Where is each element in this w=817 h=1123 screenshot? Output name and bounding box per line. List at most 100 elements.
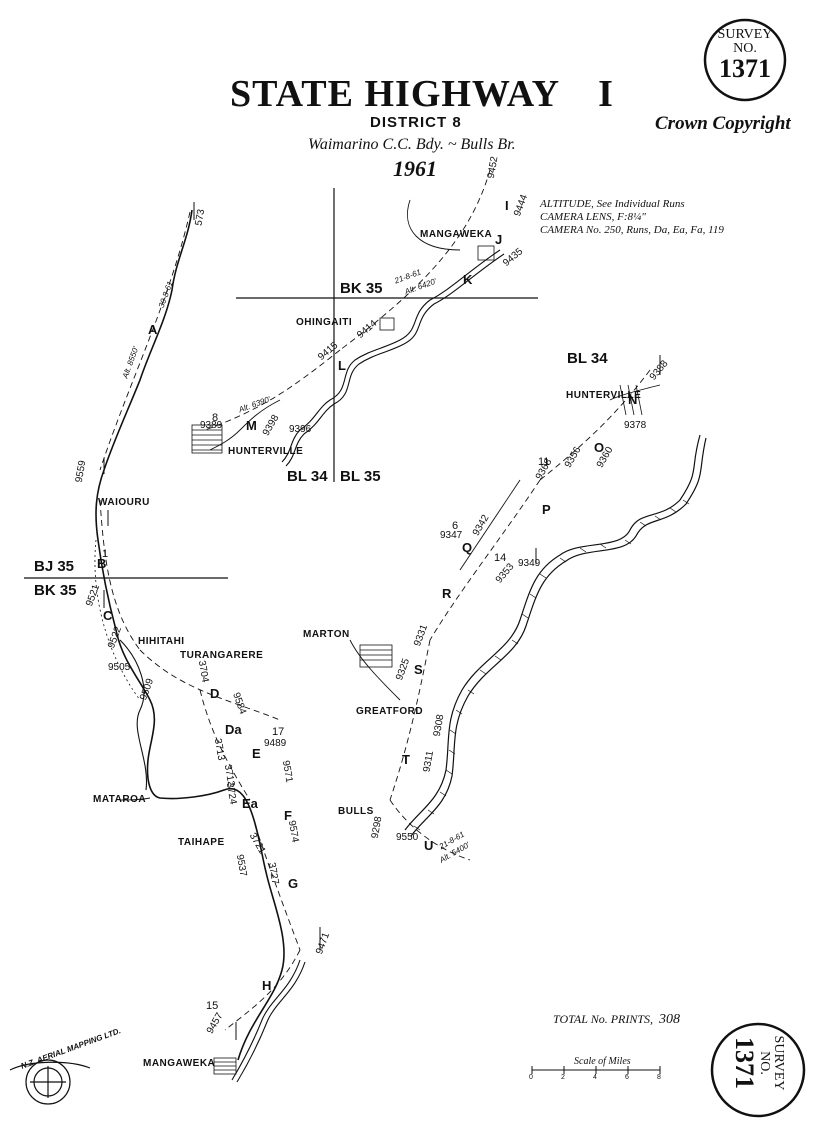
run-letter-h: H (262, 978, 272, 993)
photo-number: 14 (494, 552, 507, 564)
crown-copyright: Crown Copyright (655, 113, 791, 134)
map-title-text: STATE HIGHWAY (230, 73, 561, 115)
photo-number: 11 (538, 456, 550, 468)
sheet-label-bl34-right: BL 34 (567, 350, 608, 367)
run-letter-l: L (338, 358, 346, 373)
town-waiouru: WAIOURU (98, 497, 150, 508)
town-hunterville-left: HUNTERVILLE (228, 446, 304, 457)
run-letter-a: A (148, 322, 158, 337)
aerial-mapping-logo (9, 1059, 91, 1105)
photo-number: 9389 (200, 420, 223, 431)
scale-bar (531, 1066, 661, 1074)
survey-stamp-top: SURVEY NO. 1371 (705, 28, 785, 82)
town-mangaweka-top: MANGAWEKA (420, 229, 493, 240)
photo-number: 9550 (396, 832, 419, 843)
photo-number: 9489 (264, 738, 287, 749)
photo-number: 1 (102, 548, 109, 560)
survey-stamp-circle-top (703, 18, 787, 102)
run-letter-b: B (97, 556, 107, 571)
photo-number: 8 (212, 412, 219, 424)
town-hunterville-right: HUNTERVILLE (566, 390, 642, 401)
run-letter-g: G (288, 876, 299, 891)
district-label: DISTRICT 8 (370, 114, 462, 131)
sheet-label-bk35-top: BK 35 (340, 280, 383, 297)
run-letter-t: T (402, 752, 410, 767)
scale-label: Scale of Miles (574, 1056, 631, 1067)
survey-year: 1961 (393, 156, 437, 181)
sheet-label-bl35: BL 35 (340, 468, 381, 485)
scale-tick-0: 0 (529, 1074, 533, 1081)
survey-stamp-word: SURVEY (717, 27, 773, 42)
flight-lines (99, 169, 651, 1031)
total-prints-value: 308 (659, 1012, 681, 1027)
run-letter-i: I (505, 198, 509, 213)
run-letter-k: K (463, 272, 473, 287)
run-letter-o: O (594, 440, 605, 455)
run-letter-d: D (210, 686, 220, 701)
run-letter-da: Da (225, 722, 242, 737)
photo-number: 9347 (440, 530, 463, 541)
camera-note: ALTITUDE, See Individual Runs CAMERA LEN… (540, 198, 724, 237)
run-letter-e: E (252, 746, 261, 761)
town-mataroa: MATAROA (93, 794, 147, 805)
town-mangaweka-bottom: MANGAWEKA (143, 1058, 216, 1069)
photo-number: 15 (206, 1000, 219, 1012)
total-prints-label: TOTAL No. PRINTS, (553, 1012, 654, 1026)
run-letter-c: C (103, 608, 113, 623)
scale-tick-8: 8 (657, 1074, 661, 1081)
town-turangarere: TURANGARERE (180, 650, 264, 661)
photo-number: 9378 (624, 420, 647, 431)
run-letter-s: S (414, 662, 423, 677)
survey-stamp-number: 1371 (719, 54, 771, 83)
camera-note-line2: CAMERA LENS, F:8¼" (540, 211, 646, 223)
run-letter-p: P (542, 502, 551, 517)
photo-number: 6 (452, 520, 459, 532)
town-bulls: BULLS (338, 806, 374, 817)
run-letter-ea: Ea (242, 796, 258, 811)
camera-note-line3: CAMERA No. 250, Runs, Da, Ea, Fa, 119 (540, 224, 724, 236)
photo-number: 9505 (108, 662, 131, 673)
town-blocks (191, 245, 643, 1075)
sheet-label-bk35-left: BK 35 (34, 582, 77, 599)
photo-number: 9349 (518, 558, 541, 569)
survey-stamp-bottom-number: 1371 (730, 1037, 759, 1089)
run-letter-j: J (495, 232, 503, 247)
survey-stamp-bottom: SURVEY NO. 1371 (730, 1023, 786, 1103)
highway-route-left (94, 209, 285, 1061)
run-letter-m: M (246, 418, 257, 433)
town-taihape: TAIHAPE (178, 837, 225, 848)
river-top (281, 249, 505, 467)
survey-stamp-bottom-abbrev: NO. (757, 1051, 772, 1075)
run-letter-f: F (284, 808, 292, 823)
scale-tick-6: 6 (625, 1074, 629, 1081)
photo-number: 17 (272, 726, 285, 738)
town-ohingaiti: OHINGAITI (296, 317, 353, 328)
river-hatching (413, 499, 690, 831)
run-letter-r: R (442, 586, 452, 601)
river-rangitikei (404, 434, 707, 837)
survey-stamp-abbrev: NO. (733, 41, 757, 56)
sheet-label-bl34-left: BL 34 (287, 468, 328, 485)
sheet-label-bj35: BJ 35 (34, 558, 75, 575)
town-marton: MARTON (303, 629, 350, 640)
survey-stamp-circle-bottom (710, 1022, 806, 1118)
route-subtitle: Waimarino C.C. Bdy. ~ Bulls Br. (308, 136, 516, 153)
total-prints: TOTAL No. PRINTS, 308 (553, 1012, 680, 1028)
photo-number: 9396 (289, 424, 312, 435)
roads (119, 199, 661, 801)
scale-tick-2: 2 (561, 1074, 565, 1081)
photo-ticks (103, 202, 661, 1040)
sheet-grid (24, 188, 538, 579)
run-letter-u: U (424, 838, 434, 853)
camera-note-line1: ALTITUDE, See Individual Runs (540, 198, 685, 210)
survey-stamp-bottom-word: SURVEY (771, 1035, 786, 1091)
map-title: STATE HIGHWAY I (230, 72, 650, 116)
town-greatford: GREATFORD (356, 706, 424, 717)
run-letter-n: N (628, 392, 638, 407)
run-letter-q: Q (462, 540, 473, 555)
river-bottom-left (119, 639, 306, 1083)
town-hihitahi: HIHITAHI (138, 636, 185, 647)
map-title-number: I (598, 73, 614, 115)
scale-tick-4: 4 (593, 1074, 597, 1081)
